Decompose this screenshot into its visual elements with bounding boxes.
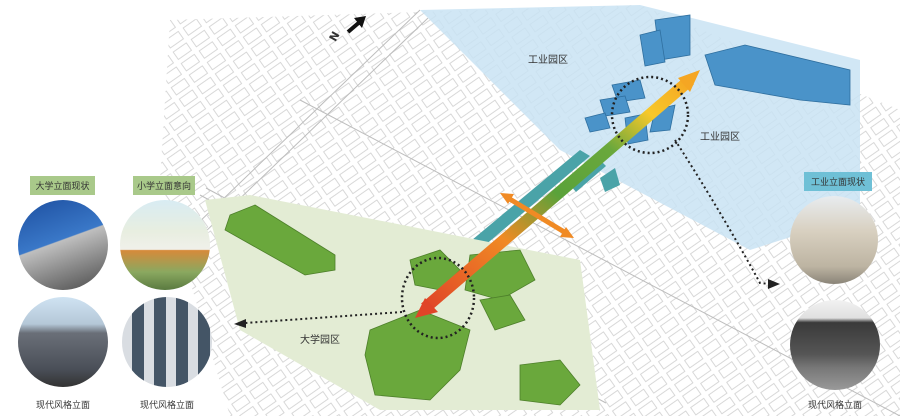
photo-modern-facade-1 [18,297,108,387]
photo-industrial-facade [790,196,878,284]
axis-buildings [460,150,620,258]
north-arrow-icon [346,16,366,34]
tag-primary-school-facade: 小学立面意向 [133,176,195,195]
caption-modern-facade-3: 现代风格立面 [807,401,862,411]
tag-industrial-facade: 工业立面现状 [804,172,872,191]
leader-arrow-right [674,139,780,289]
cross-axis-arrow [500,193,574,238]
photo-university-facade [18,200,108,290]
industrial-buildings [584,14,851,145]
photo-modern-facade-2 [122,297,212,387]
tag-university-facade: 大学立面现状 [30,176,95,195]
zone-label-industrial-right: 工业园区 [700,132,740,143]
caption-modern-facade-1: 现代风格立面 [35,401,90,411]
photo-modern-facade-3 [790,300,880,390]
focus-circle-industrial [610,75,690,155]
zone-label-university: 大学园区 [300,335,340,346]
caption-modern-facade-2: 现代风格立面 [139,401,194,411]
leader-arrow-left [234,311,403,328]
development-axis-arrow [415,70,700,318]
zone-label-industrial-top: 工业园区 [528,55,568,66]
photo-primary-school [120,200,210,290]
focus-circle-university [400,256,476,340]
